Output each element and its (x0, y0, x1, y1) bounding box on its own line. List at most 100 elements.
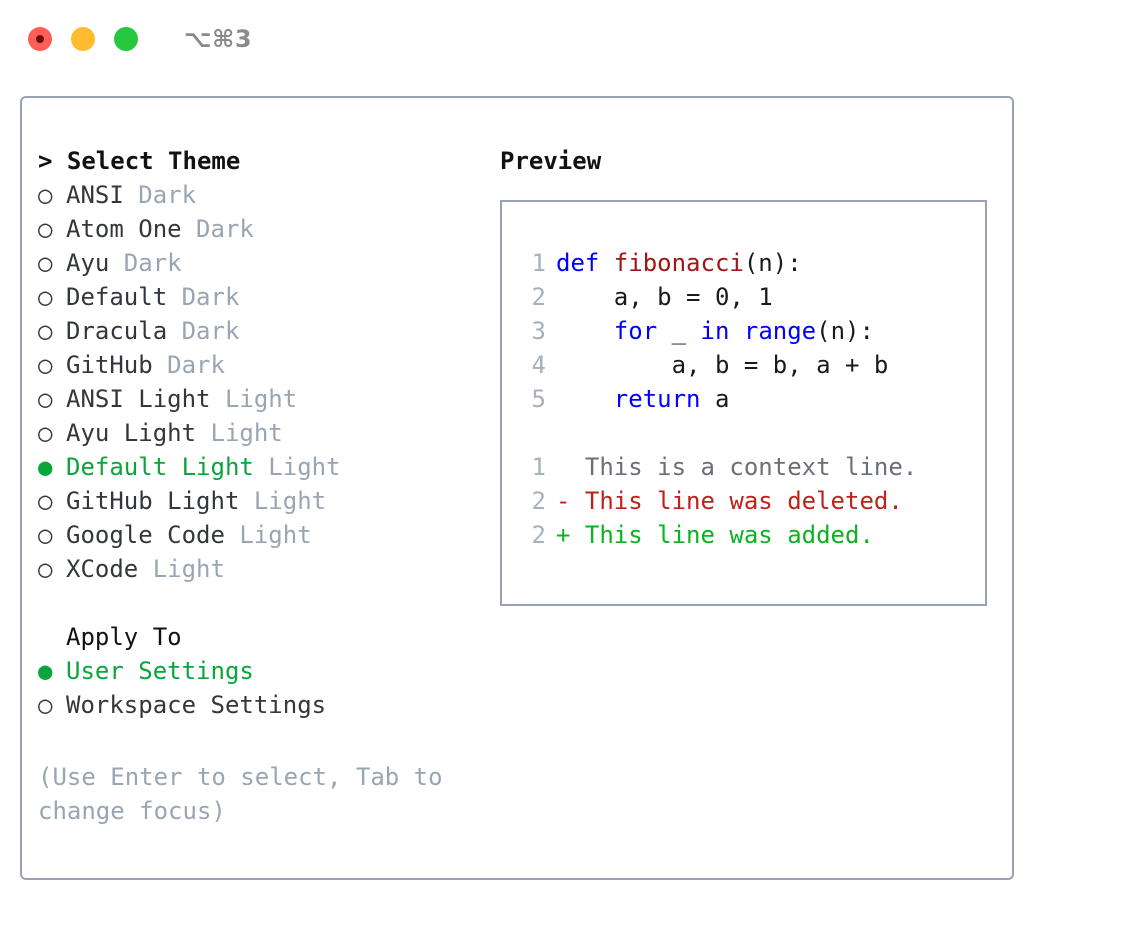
theme-list-panel: > Select Theme ○ANSI Dark○Atom One Dark○… (38, 144, 488, 828)
code-token: (n): (743, 249, 802, 277)
theme-variant-tag: Dark (167, 283, 240, 311)
diff-line: 1 This is a context line. (502, 450, 985, 484)
theme-list[interactable]: ○ANSI Dark○Atom One Dark○Ayu Dark○Defaul… (38, 178, 488, 586)
radio-unselected-icon: ○ (38, 487, 53, 515)
theme-name: XCode (66, 555, 139, 583)
theme-list-item[interactable]: ○ GitHub Light Light (38, 484, 488, 518)
theme-variant-tag: Light (239, 487, 327, 515)
theme-list-item[interactable]: ○ Dracula Dark (38, 314, 488, 348)
radio-unselected-icon: ○ (38, 521, 53, 549)
theme-name: ANSI Light (66, 385, 211, 413)
theme-name: Dracula (66, 317, 168, 345)
theme-list-item[interactable]: ○Ayu Light Light (38, 416, 488, 450)
theme-list-item[interactable]: ○ GitHub Dark (38, 348, 488, 382)
diff-text: This line was added. (570, 521, 874, 549)
diff-marker: + (556, 521, 571, 549)
radio-unselected-icon: ○ (38, 691, 53, 719)
theme-name: Ayu (66, 249, 110, 277)
theme-selector-dialog: > Select Theme ○ANSI Dark○Atom One Dark○… (20, 96, 1014, 880)
theme-list-item[interactable]: ○ Google Code Light (38, 518, 488, 552)
line-number: 1 (531, 249, 546, 277)
code-line: 1 def fibonacci(n): (502, 246, 985, 280)
theme-variant-tag: Dark (167, 317, 240, 345)
apply-to-option-label: User Settings (66, 657, 254, 685)
radio-unselected-icon: ○ (38, 215, 53, 243)
diff-marker: - (556, 487, 571, 515)
radio-unselected-icon: ○ (38, 283, 53, 311)
keyboard-shortcut-label: ⌥⌘3 (184, 25, 253, 53)
code-token: range (743, 317, 817, 345)
diff-marker (556, 453, 570, 481)
theme-list-item[interactable]: ○ Default Dark (38, 280, 488, 314)
radio-unselected-icon: ○ (38, 249, 53, 277)
radio-unselected-icon: ○ (38, 317, 53, 345)
theme-variant-tag: Light (196, 419, 283, 447)
title-bar: ⌥⌘3 (0, 0, 1140, 78)
radio-selected-icon: ● (38, 657, 53, 685)
code-token (556, 317, 614, 345)
line-number: 1 (531, 453, 546, 481)
theme-list-item[interactable]: ○ ANSI Light Light (38, 382, 488, 416)
theme-variant-tag: Light (224, 521, 312, 549)
theme-variant-tag: Light (138, 555, 225, 583)
theme-name: Ayu Light (66, 419, 197, 447)
radio-unselected-icon: ○ (38, 351, 53, 379)
theme-variant-tag: Dark (123, 181, 197, 209)
line-number: 5 (531, 385, 546, 413)
radio-unselected-icon: ○ (38, 181, 53, 209)
theme-name: GitHub (66, 351, 153, 379)
radio-selected-icon: ● (38, 453, 53, 481)
close-window-button[interactable] (28, 27, 52, 51)
code-diff-separator (502, 416, 985, 450)
theme-variant-tag: Dark (152, 351, 225, 379)
theme-list-item[interactable]: ○ XCode Light (38, 552, 488, 586)
apply-to-option-label: Workspace Settings (66, 691, 327, 719)
section-spacer (38, 586, 488, 620)
line-number: 2 (531, 521, 546, 549)
code-token: a, b = b, a + b (556, 351, 889, 379)
theme-variant-tag: Dark (109, 249, 182, 277)
traffic-lights (28, 27, 138, 51)
diff-text: This line was deleted. (570, 487, 903, 515)
radio-unselected-icon: ○ (38, 555, 53, 583)
code-line: 2 a, b = 0, 1 (502, 280, 985, 314)
diff-sample: 1 This is a context line. 2- This line wa… (502, 450, 985, 552)
theme-name: GitHub Light (66, 487, 240, 515)
code-token: a (700, 385, 730, 413)
line-number: 2 (531, 283, 546, 311)
code-token: def (556, 249, 614, 277)
code-line: 5 return a (502, 382, 985, 416)
minimize-window-button[interactable] (71, 27, 95, 51)
code-token (729, 317, 743, 345)
theme-name: Default (66, 283, 168, 311)
theme-name: ANSI (66, 181, 124, 209)
code-line: 4 a, b = b, a + b (502, 348, 985, 382)
theme-variant-tag: Light (253, 453, 341, 481)
maximize-window-button[interactable] (114, 27, 138, 51)
theme-list-item[interactable]: ●Default Light Light (38, 450, 488, 484)
code-token: (n): (816, 317, 874, 345)
diff-line: 2 + This line was added. (502, 518, 985, 552)
theme-list-item[interactable]: ○ Ayu Dark (38, 246, 488, 280)
line-number: 4 (531, 351, 546, 379)
apply-to-option[interactable]: ● User Settings (38, 654, 488, 688)
code-line: 3 for _ in range(n): (502, 314, 985, 348)
apply-to-options[interactable]: ● User Settings ○ Workspace Settings (38, 654, 488, 722)
theme-list-item[interactable]: ○Atom One Dark (38, 212, 488, 246)
theme-variant-tag: Dark (181, 215, 254, 243)
apply-to-option[interactable]: ○ Workspace Settings (38, 688, 488, 722)
theme-name: Google Code (66, 521, 225, 549)
code-token: fibonacci (613, 249, 744, 277)
code-token: in (700, 317, 730, 345)
help-text: (Use Enter to select, Tab to change focu… (38, 763, 443, 825)
code-token: _ (657, 317, 701, 345)
code-token: return (613, 385, 701, 413)
theme-variant-tag: Light (210, 385, 298, 413)
preview-heading: Preview (500, 147, 602, 175)
code-token: for (613, 317, 658, 345)
radio-unselected-icon: ○ (38, 385, 53, 413)
diff-text: This is a context line. (570, 453, 918, 481)
line-number: 3 (531, 317, 546, 345)
theme-list-item[interactable]: ○ ANSI Dark (38, 178, 488, 212)
